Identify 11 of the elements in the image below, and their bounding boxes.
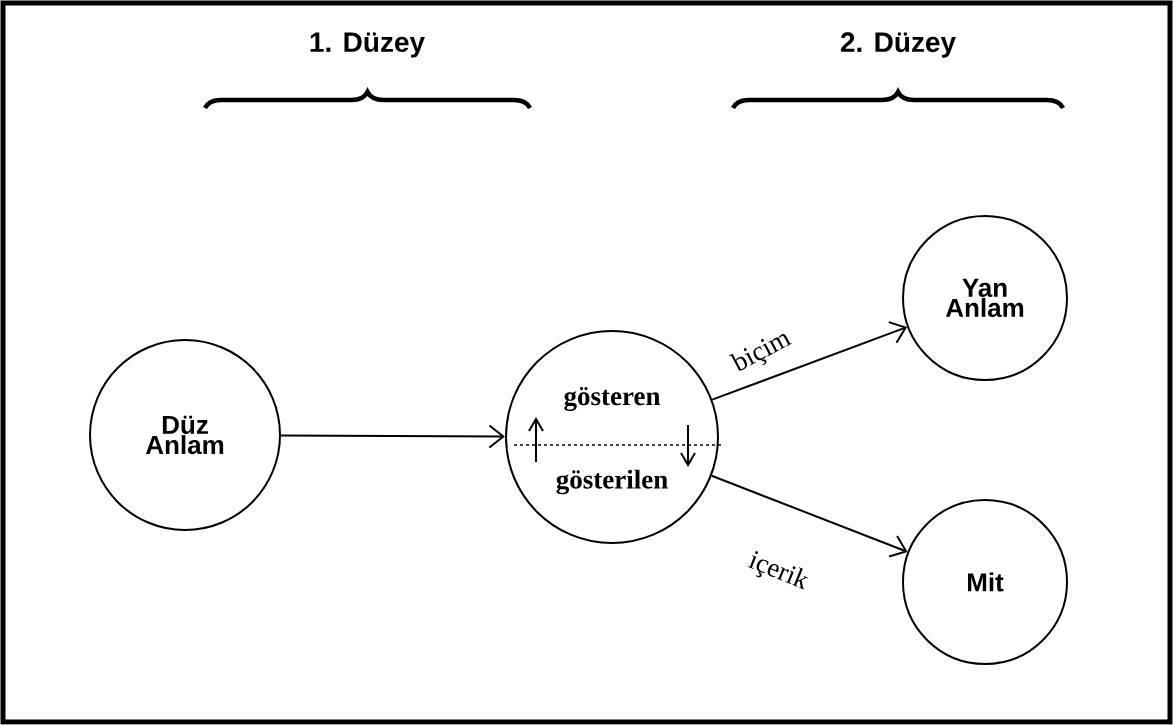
level-heading: 2. Düzey: [840, 32, 956, 58]
arrow: [710, 474, 908, 558]
circle-node: Yan Anlam: [902, 215, 1068, 381]
circle-node: Mit: [902, 499, 1068, 665]
arrow: [280, 424, 505, 449]
circle-node: gösteren gösterilen: [505, 330, 719, 544]
circle-node: Düz Anlam: [89, 339, 281, 531]
arrow: [711, 321, 908, 401]
edge-label: biçim: [727, 325, 797, 379]
edge-label: içerik: [743, 547, 813, 597]
level-heading: 1. Düzey: [310, 32, 425, 58]
